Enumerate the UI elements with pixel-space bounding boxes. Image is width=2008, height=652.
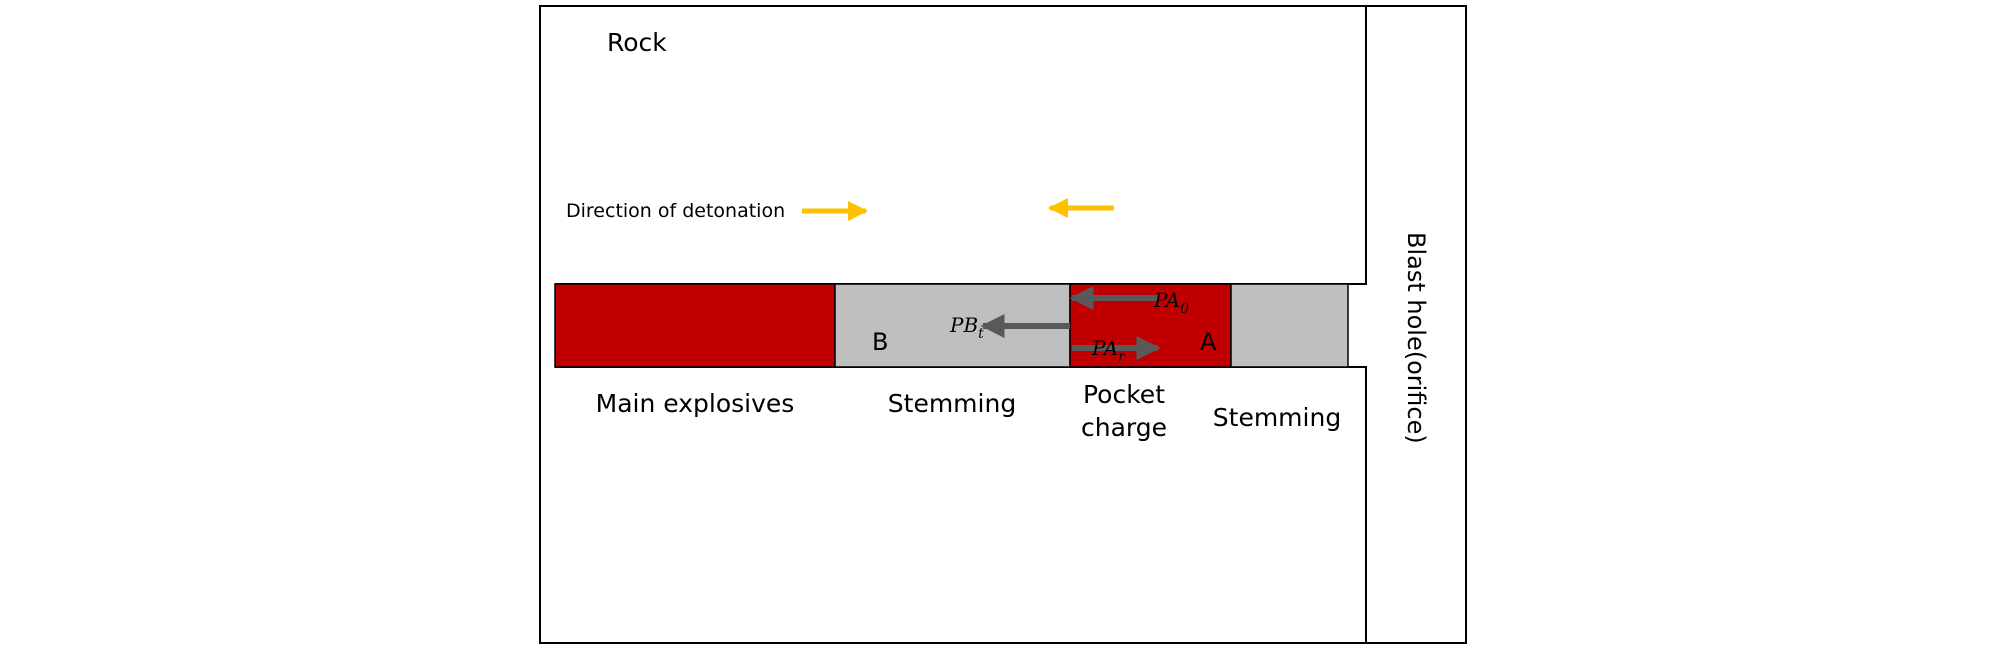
orifice-opening [1362, 285, 1370, 366]
point-b-label: B [872, 328, 888, 356]
point-a-label: A [1200, 328, 1217, 356]
blast-hole-channel [1365, 5, 1467, 644]
pocket-charge-label-line2: charge [1081, 413, 1167, 442]
stemming-left-label: Stemming [888, 389, 1016, 418]
detonation-direction-label: Direction of detonation [566, 200, 785, 222]
rock-label: Rock [607, 28, 667, 57]
blast-hole-label: Blast hole(orifice) [1402, 232, 1430, 444]
pa0-symbol: PA0 [1153, 288, 1189, 317]
main-explosives-label: Main explosives [596, 389, 795, 418]
par-symbol: PAr [1091, 336, 1126, 365]
pocket-charge-label-line1: Pocket [1083, 380, 1165, 409]
main-explosives-segment [554, 283, 836, 368]
stemming-right-segment [1230, 283, 1349, 368]
stemming-right-label: Stemming [1213, 403, 1341, 432]
pbt-symbol: PBt [949, 313, 984, 342]
